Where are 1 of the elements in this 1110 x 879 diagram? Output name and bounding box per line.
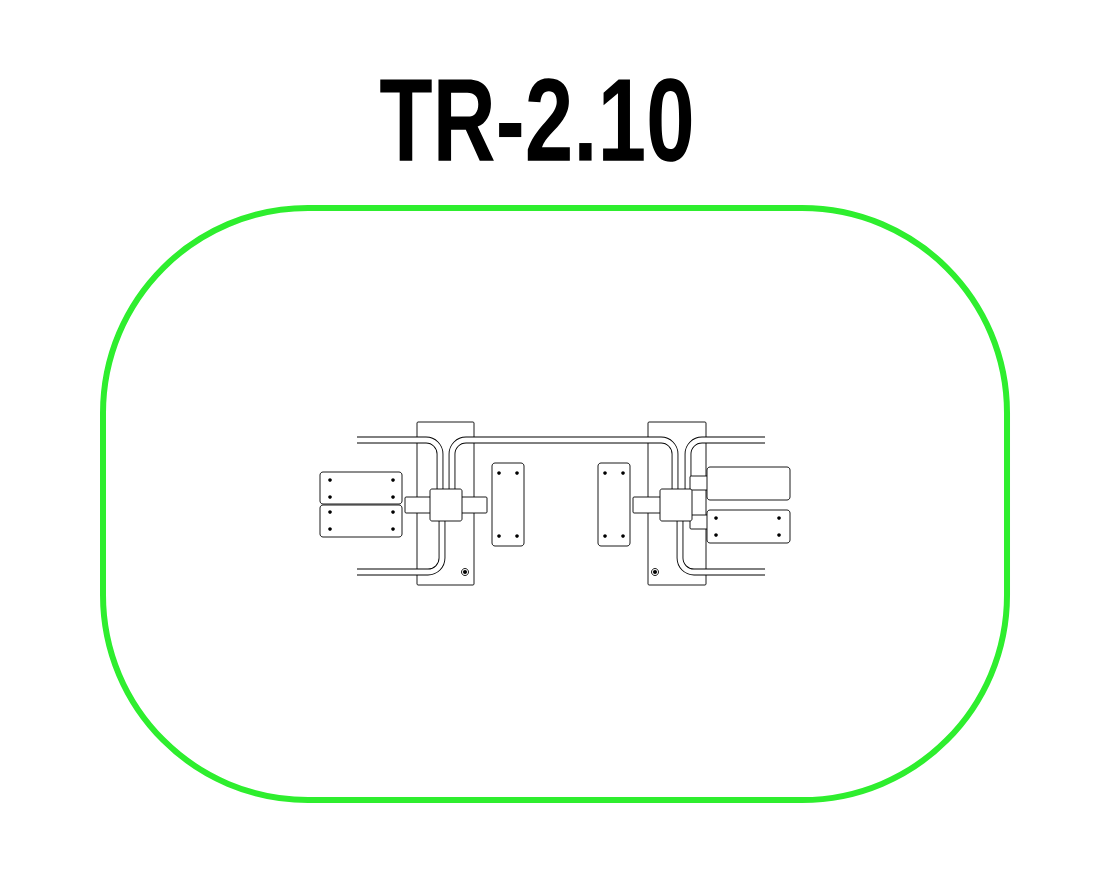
title: TR-2.10 <box>380 78 692 162</box>
